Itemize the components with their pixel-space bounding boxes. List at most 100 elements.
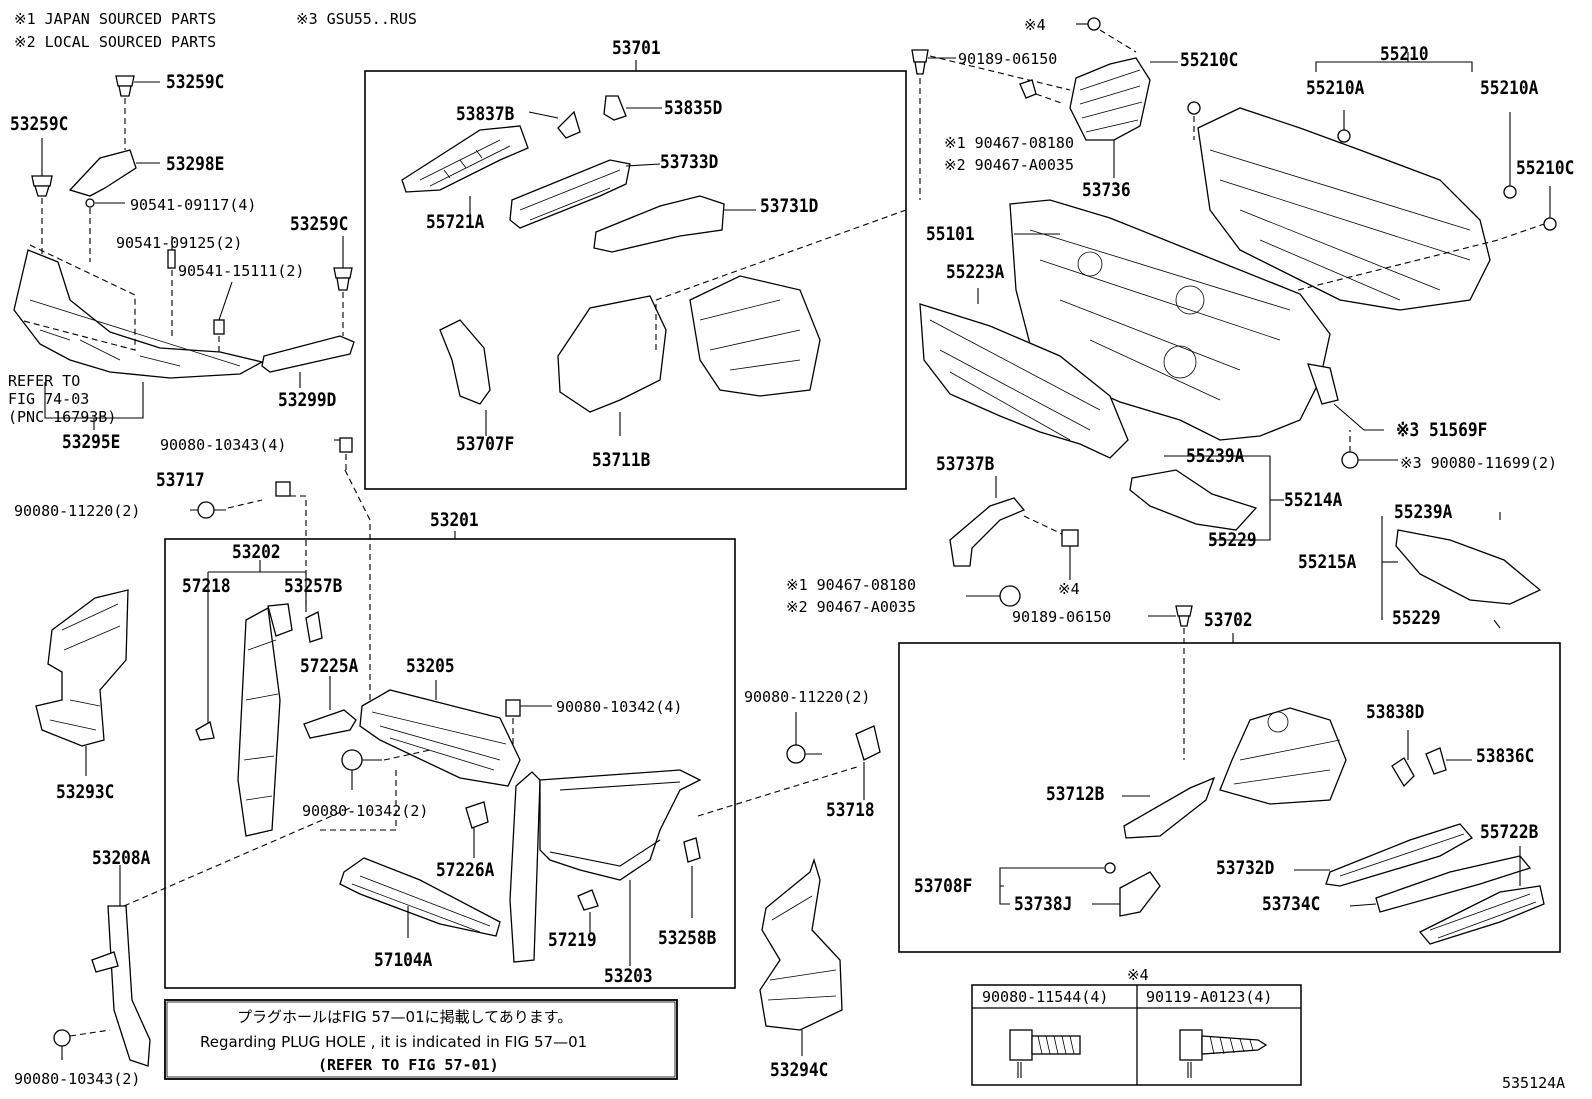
part-label-57104A[interactable]: 57104A xyxy=(374,949,433,971)
part-label-57225A[interactable]: 57225A xyxy=(300,655,359,677)
part-label-53732D[interactable]: 53732D xyxy=(1216,857,1275,879)
part-label-55214A[interactable]: 55214A xyxy=(1284,489,1343,511)
part-label-53295E[interactable]: 53295E xyxy=(62,431,121,453)
part-label-90541-09125[interactable]: 90541-09125(2) xyxy=(116,234,243,252)
part-label-90467-A0035[interactable]: ※2 90467-A0035 xyxy=(944,156,1074,174)
part-label-90080-10342-2[interactable]: 90080-10342(2) xyxy=(302,802,429,820)
part-label-51569F[interactable]: ※3 51569F xyxy=(1396,419,1488,441)
part-label-55239A[interactable]: 55239A xyxy=(1394,501,1453,523)
part-label-53712B[interactable]: 53712B xyxy=(1046,783,1105,805)
part-label-53738J[interactable]: 53738J xyxy=(1014,893,1073,915)
part-label-55239A[interactable]: 55239A xyxy=(1186,445,1245,467)
part-label-90080-10342-4[interactable]: 90080-10342(4) xyxy=(556,698,683,716)
part-label-53835D[interactable]: 53835D xyxy=(664,97,723,119)
part-label-55210A[interactable]: 55210A xyxy=(1306,77,1365,99)
cover-53295E-icon xyxy=(13,249,264,379)
part-label-53836C[interactable]: 53836C xyxy=(1476,745,1535,767)
part-label-55229[interactable]: 55229 xyxy=(1208,529,1257,551)
part-label-90080-10343-4[interactable]: 90080-10343(4) xyxy=(160,436,287,454)
refer-line-3: (PNC 16793B) xyxy=(8,408,117,426)
part-label-90189-06150[interactable]: 90189-06150 xyxy=(958,50,1058,68)
part-label-90467-08180[interactable]: ※1 90467-08180 xyxy=(944,134,1074,152)
part-label-53734C[interactable]: 53734C xyxy=(1262,893,1321,915)
part-label-53259C[interactable]: 53259C xyxy=(290,213,349,235)
part-label-53837B[interactable]: 53837B xyxy=(456,103,515,125)
part-label-53293C[interactable]: 53293C xyxy=(56,781,115,803)
part-label-53717[interactable]: 53717 xyxy=(156,469,205,491)
bracket-53712B-icon xyxy=(1123,776,1216,839)
part-label-55223A[interactable]: 55223A xyxy=(946,261,1005,283)
insulator-57104A-icon xyxy=(339,857,501,937)
part-label-53298E[interactable]: 53298E xyxy=(166,153,225,175)
table-marker-star4: ※4 xyxy=(1127,966,1149,984)
part-label-90080-11220[interactable]: 90080-11220(2) xyxy=(14,502,141,520)
group-label-53201[interactable]: 53201 xyxy=(430,509,479,531)
part-label-55210C[interactable]: 55210C xyxy=(1516,157,1575,179)
plug-note-reference: (REFER TO FIG 57-01) xyxy=(318,1056,499,1074)
marker-star4: ※4 xyxy=(1024,16,1046,34)
part-label-90080-10343-2[interactable]: 90080-10343(2) xyxy=(14,1070,141,1088)
reinforcement-53732D-icon xyxy=(1325,823,1474,887)
part-label-55210A[interactable]: 55210A xyxy=(1480,77,1539,99)
part-label-55721A[interactable]: 55721A xyxy=(426,211,485,233)
part-label-55210[interactable]: 55210 xyxy=(1380,43,1429,65)
part-label-53838D[interactable]: 53838D xyxy=(1366,701,1425,723)
part-label-53202[interactable]: 53202 xyxy=(232,541,281,563)
part-label-53294C[interactable]: 53294C xyxy=(770,1059,829,1081)
part-label-53257B[interactable]: 53257B xyxy=(284,575,343,597)
part-label-53731D[interactable]: 53731D xyxy=(760,195,819,217)
part-label-55215A[interactable]: 55215A xyxy=(1298,551,1357,573)
part-label-90080-11220[interactable]: 90080-11220(2) xyxy=(744,688,871,706)
part-label-90541-09117[interactable]: 90541-09117(4) xyxy=(130,196,257,214)
cover-53298E-icon xyxy=(68,149,137,197)
part-label-53258B[interactable]: 53258B xyxy=(658,927,717,949)
part-label-57219[interactable]: 57219 xyxy=(548,929,597,951)
insulator-53736-icon xyxy=(1069,57,1151,141)
bracket-53738J-icon xyxy=(1119,871,1161,917)
part-label-90080-11699[interactable]: ※3 90080-11699(2) xyxy=(1400,454,1558,472)
table-col-90080-11544[interactable]: 90080-11544(4) xyxy=(982,988,1109,1006)
part-label-53208A[interactable]: 53208A xyxy=(92,847,151,869)
part-label-53708F[interactable]: 53708F xyxy=(914,875,973,897)
part-label-53733D[interactable]: 53733D xyxy=(660,151,719,173)
panel-53205-icon xyxy=(359,689,521,787)
part-label-53736[interactable]: 53736 xyxy=(1082,179,1131,201)
table-col-90119-A0123[interactable]: 90119-A0123(4) xyxy=(1146,988,1273,1006)
part-label-53259C[interactable]: 53259C xyxy=(10,113,69,135)
part-label-53707F[interactable]: 53707F xyxy=(456,433,515,455)
clip-53259C-right-icon xyxy=(333,267,353,291)
part-label-55722B[interactable]: 55722B xyxy=(1480,821,1539,843)
part-label-53711B[interactable]: 53711B xyxy=(592,449,651,471)
plug-note-japanese: プラグホールはFIG 57—01に掲載してあります。 xyxy=(237,1008,573,1026)
part-label-90467-A0035[interactable]: ※2 90467-A0035 xyxy=(786,598,916,616)
bracket-53737B-icon xyxy=(949,497,1026,567)
member-55721A-icon xyxy=(401,125,529,193)
part-label-53718[interactable]: 53718 xyxy=(826,799,875,821)
part-label-53205[interactable]: 53205 xyxy=(406,655,455,677)
part-label-53737B[interactable]: 53737B xyxy=(936,453,995,475)
apron-53711B-icon xyxy=(557,295,667,413)
part-label-55210C[interactable]: 55210C xyxy=(1180,49,1239,71)
group-label-53701[interactable]: 53701 xyxy=(612,37,661,59)
clip-90189-06150-mid-icon xyxy=(1175,605,1193,627)
part-label-55229[interactable]: 55229 xyxy=(1392,607,1441,629)
refer-line-2: FIG 74-03 xyxy=(8,390,90,408)
part-label-57218[interactable]: 57218 xyxy=(182,575,231,597)
group-label-53702[interactable]: 53702 xyxy=(1204,609,1253,631)
part-label-90467-08180[interactable]: ※1 90467-08180 xyxy=(786,576,916,594)
part-label-90541-15111[interactable]: 90541-15111(2) xyxy=(178,262,305,280)
part-label-90189-06150[interactable]: 90189-06150 xyxy=(1012,608,1112,626)
part-label-55101[interactable]: 55101 xyxy=(926,223,975,245)
part-label-53259C[interactable]: 53259C xyxy=(166,71,225,93)
insulator-55214A-icon xyxy=(1129,469,1258,531)
reinforcement-53733D-icon xyxy=(509,159,631,229)
clip-90189-06150-top-icon xyxy=(911,49,929,75)
seal-57225A-icon xyxy=(303,709,357,739)
guide-53293C-icon xyxy=(35,589,129,747)
marker-star4: ※4 xyxy=(1058,580,1080,598)
part-label-57226A[interactable]: 57226A xyxy=(436,859,495,881)
part-label-53299D[interactable]: 53299D xyxy=(278,389,337,411)
part-label-53203[interactable]: 53203 xyxy=(604,965,653,987)
